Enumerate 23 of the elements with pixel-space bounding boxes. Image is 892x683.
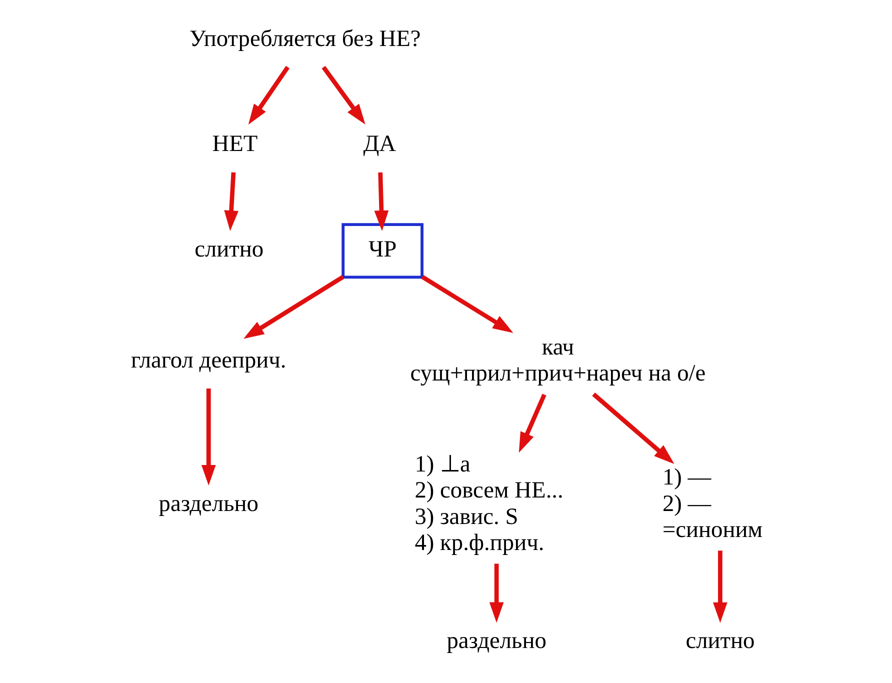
arrow (321, 66, 365, 125)
arrow (712, 550, 727, 623)
arrow (248, 66, 290, 125)
node-text: 1) — 2) — =синоним (662, 464, 762, 544)
arrow (243, 275, 344, 339)
node-text: Употребляется без НЕ? (188, 26, 420, 52)
node-box: ЧР (341, 223, 423, 279)
arrow (592, 392, 674, 464)
node-text: НЕТ (212, 131, 258, 158)
node-text: слитно (194, 236, 264, 262)
arrow (518, 394, 546, 453)
arrow (420, 275, 513, 333)
node-text: ДА (362, 131, 396, 158)
node-text: раздельно (446, 628, 546, 654)
node-text: кач сущ+прил+прич+нареч на о/е (410, 334, 706, 387)
node-text: глагол дееприч. (130, 348, 286, 374)
arrow (200, 388, 216, 486)
arrow (374, 172, 388, 232)
node-text: слитно (685, 628, 754, 654)
node-text: 1) ⊥а 2) совсем НЕ... 3) завис. S 4) кр.ф.прич. (414, 451, 563, 556)
node-text: раздельно (158, 490, 258, 517)
arrow (488, 564, 504, 623)
arrow (224, 172, 238, 232)
